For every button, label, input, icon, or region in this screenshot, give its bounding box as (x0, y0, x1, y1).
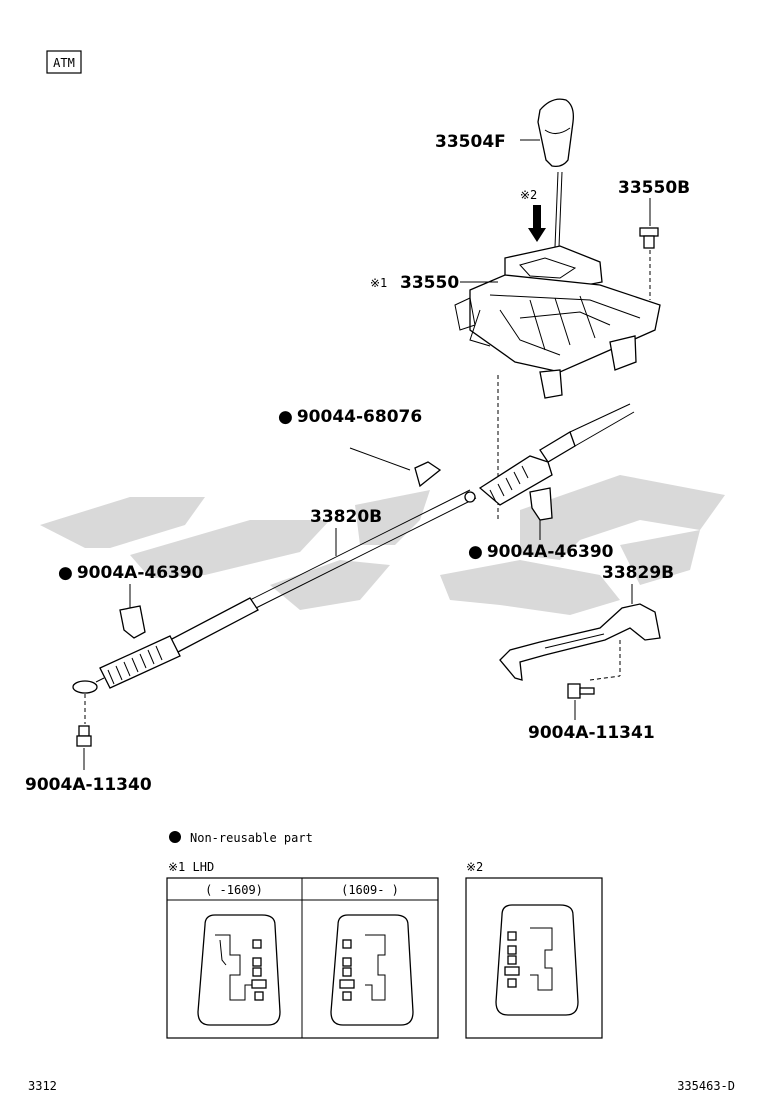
inset2-title: ※2 (466, 860, 483, 874)
inset1-title: ※1 LHD (168, 860, 214, 874)
clip-icon (414, 461, 442, 488)
inset1-col2: (1609- ) (341, 883, 399, 897)
retainer-plate-left (119, 605, 146, 639)
cable-bracket (499, 603, 661, 681)
inset2-box (465, 877, 603, 1039)
label-9004A-11340: 9004A-11340 (25, 775, 152, 795)
shift-lever-assembly (454, 245, 661, 399)
down-arrow-icon (528, 205, 546, 242)
watermark (40, 475, 725, 615)
label-33820B: 33820B (310, 507, 382, 527)
atm-tag: ATM (46, 50, 82, 74)
label-33829B: 33829B (602, 563, 674, 583)
arrow-mark-2: ※2 (520, 188, 537, 202)
legend: Non-reusable part (169, 831, 313, 845)
non-reusable-dot: ● (278, 407, 293, 427)
retainer-plate-right (529, 487, 553, 521)
label-33550: 33550 (400, 273, 459, 293)
label-90044-68076: ●90044-68076 (278, 407, 422, 427)
legend-text: Non-reusable part (190, 831, 313, 845)
inset1-col1: ( -1609) (205, 883, 263, 897)
footer-page: 3312 (28, 1079, 57, 1093)
screw-icon (639, 227, 659, 249)
label-9004A-11341: 9004A-11341 (528, 723, 655, 743)
label-9004A-46390-right: ●9004A-46390 (468, 542, 614, 562)
footer-code: 335463-D (677, 1079, 735, 1093)
atm-tag-text: ATM (53, 56, 75, 70)
shift-knob (520, 98, 574, 168)
label-33504F: 33504F (435, 132, 506, 152)
bolt-left-icon (76, 725, 92, 747)
shift-assy-mark: ※1 (370, 276, 387, 290)
non-reusable-bullet-icon (169, 831, 181, 843)
label-33550B: 33550B (618, 178, 690, 198)
shift-gate-plate-1 (197, 914, 281, 1026)
shift-gate-plate-2 (330, 914, 414, 1026)
transmission-control-cable (72, 403, 635, 694)
label-9004A-46390-left: ●9004A-46390 (58, 563, 204, 583)
bolt-right-icon (567, 683, 595, 699)
